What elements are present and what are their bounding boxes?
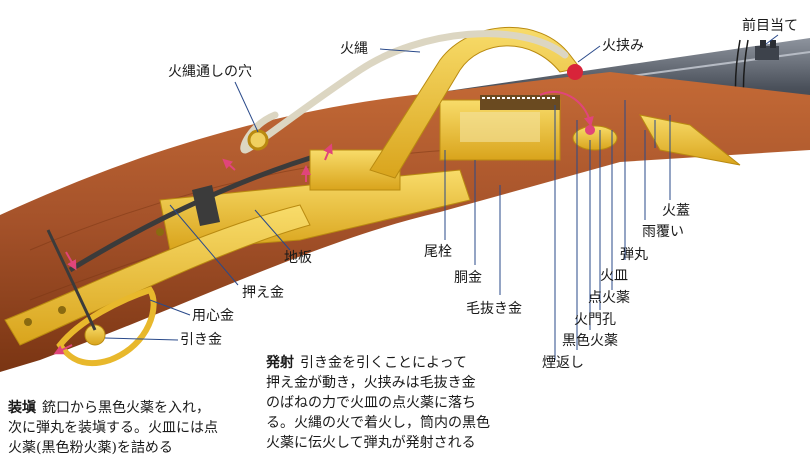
label-smoke-return: 煙返し bbox=[542, 355, 584, 371]
label-tail-pin: 尾栓 bbox=[424, 244, 452, 260]
firing-caption: 発射引き金を引くことによって 押え金が動き，火挟みは毛抜き金 のばねの力で火皿の… bbox=[266, 353, 516, 453]
label-rain-cover: 雨覆い bbox=[642, 224, 684, 240]
firing-text: 引き金を引くことによって 押え金が動き，火挟みは毛抜き金 のばねの力で火皿の点火… bbox=[266, 355, 490, 451]
loading-caption: 装塡銃口から黒色火薬を入れ， 次に弾丸を装塡する。火皿には点 火薬(黒色粉火薬)… bbox=[8, 398, 258, 458]
label-pan: 火皿 bbox=[600, 268, 628, 284]
label-priming-powder: 点火薬 bbox=[588, 290, 630, 306]
leader-lines bbox=[104, 34, 779, 360]
label-bullet: 弾丸 bbox=[620, 247, 648, 263]
loading-text: 銃口から黒色火薬を入れ， 次に弾丸を装塡する。火皿には点 火薬(黒色粉火薬)を詰… bbox=[8, 400, 218, 456]
pan-part bbox=[572, 114, 741, 166]
label-rear-sight: 前目当て bbox=[742, 17, 798, 34]
trigger-guard-part bbox=[56, 286, 157, 367]
label-sear: 押え金 bbox=[242, 285, 284, 301]
loading-title: 装塡 bbox=[8, 400, 36, 416]
label-matchcord: 火縄 bbox=[340, 41, 368, 57]
label-serpentine: 火挟み bbox=[602, 38, 644, 54]
label-black-powder: 黒色火薬 bbox=[562, 332, 618, 349]
label-lockplate: 地板 bbox=[284, 250, 312, 266]
label-touch-hole: 火門孔 bbox=[574, 312, 616, 328]
trigger-part bbox=[46, 229, 106, 346]
label-matchcord-hole: 火縄通しの穴 bbox=[168, 64, 252, 80]
matchcord-part bbox=[240, 30, 569, 154]
label-trigger-guard: 用心金 bbox=[192, 308, 234, 324]
matchcord-hole-part bbox=[247, 129, 269, 151]
label-pan-cover: 火蓋 bbox=[662, 203, 690, 219]
label-trigger: 引き金 bbox=[180, 332, 222, 348]
label-spring-bar: 毛抜き金 bbox=[466, 301, 522, 317]
motion-arrows bbox=[53, 90, 594, 355]
rear-sight-part bbox=[755, 40, 779, 60]
clip-part bbox=[192, 185, 220, 226]
firing-title: 発射 bbox=[266, 355, 294, 371]
label-barrel-band: 胴金 bbox=[454, 270, 482, 286]
